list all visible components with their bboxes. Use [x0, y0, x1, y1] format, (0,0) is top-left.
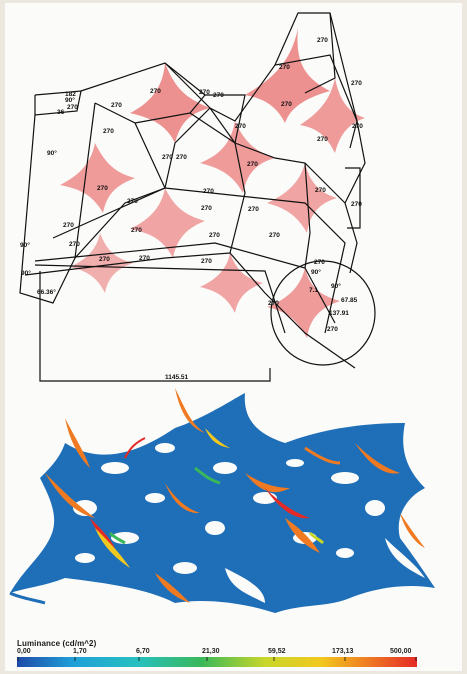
- legend-tick-5: 173,13: [332, 648, 354, 655]
- svg-text:36: 36: [57, 109, 65, 116]
- svg-text:270: 270: [279, 64, 290, 71]
- legend-tick-6: 500,00: [390, 648, 412, 655]
- svg-text:270: 270: [209, 232, 220, 239]
- svg-text:270: 270: [131, 227, 142, 234]
- svg-text:270: 270: [139, 255, 150, 262]
- svg-text:270: 270: [63, 222, 74, 229]
- svg-text:270: 270: [314, 259, 325, 266]
- legend-tick-4: 59,52: [268, 648, 286, 655]
- svg-text:270: 270: [268, 300, 279, 307]
- svg-text:270: 270: [111, 102, 122, 109]
- svg-text:270: 270: [99, 256, 110, 263]
- dimension-labels: 270 270 270 270 270 270 270 270 270 270 …: [20, 37, 363, 381]
- svg-text:270: 270: [103, 128, 114, 135]
- legend-tick-2: 6,70: [136, 648, 150, 655]
- svg-text:270: 270: [281, 101, 292, 108]
- svg-text:90°: 90°: [21, 269, 31, 277]
- membrane-red-shading: [60, 28, 365, 338]
- luminance-rendering: [9, 388, 435, 613]
- svg-text:270: 270: [247, 161, 258, 168]
- svg-text:90°: 90°: [65, 96, 75, 104]
- legend-colorbar: [17, 657, 417, 667]
- svg-text:90°: 90°: [311, 268, 321, 276]
- svg-text:270: 270: [317, 37, 328, 44]
- svg-text:270: 270: [176, 154, 187, 161]
- legend-tick-1: 1,70: [73, 648, 87, 655]
- svg-text:182: 182: [65, 91, 76, 98]
- svg-text:67.85: 67.85: [341, 297, 358, 304]
- svg-text:270: 270: [327, 326, 338, 333]
- legend-tick-3: 21,30: [202, 648, 220, 655]
- structure-outline: [19, 12, 366, 382]
- svg-text:270: 270: [67, 104, 78, 111]
- svg-text:270: 270: [201, 258, 212, 265]
- svg-text:270: 270: [269, 232, 280, 239]
- svg-text:90°: 90°: [47, 149, 57, 157]
- svg-text:270: 270: [203, 188, 214, 195]
- svg-text:270: 270: [162, 154, 173, 161]
- legend-tick-0: 0,00: [17, 648, 31, 655]
- svg-text:90°: 90°: [331, 282, 341, 290]
- svg-text:270: 270: [315, 187, 326, 194]
- svg-text:1145.51: 1145.51: [165, 374, 189, 381]
- svg-text:270: 270: [352, 123, 363, 130]
- svg-text:270: 270: [351, 201, 362, 208]
- svg-text:270: 270: [97, 185, 108, 192]
- svg-text:270: 270: [213, 92, 224, 99]
- membrane-plan-drawing: 270 270 270 270 270 270 270 270 270 270 …: [19, 12, 376, 382]
- membrane-hot-spots: [45, 388, 425, 603]
- svg-text:66.36°: 66.36°: [37, 288, 56, 296]
- membrane-holes: [73, 443, 425, 603]
- svg-text:270: 270: [248, 206, 259, 213]
- svg-text:137.91: 137.91: [329, 310, 349, 317]
- svg-text:270: 270: [351, 80, 362, 87]
- legend-title: Luminance (cd/m^2): [17, 639, 97, 648]
- svg-text:270: 270: [235, 123, 246, 130]
- figure-panel: 270 270 270 270 270 270 270 270 270 270 …: [5, 3, 462, 671]
- svg-text:270: 270: [69, 241, 80, 248]
- svg-text:270: 270: [127, 198, 138, 205]
- svg-text:7.1: 7.1: [309, 287, 318, 294]
- svg-text:270: 270: [201, 205, 212, 212]
- svg-text:90°: 90°: [20, 241, 30, 249]
- svg-text:270: 270: [199, 89, 210, 96]
- svg-text:270: 270: [317, 136, 328, 143]
- svg-text:270: 270: [150, 88, 161, 95]
- membrane-blue-surface: [9, 393, 435, 613]
- detail-circle: [270, 260, 376, 366]
